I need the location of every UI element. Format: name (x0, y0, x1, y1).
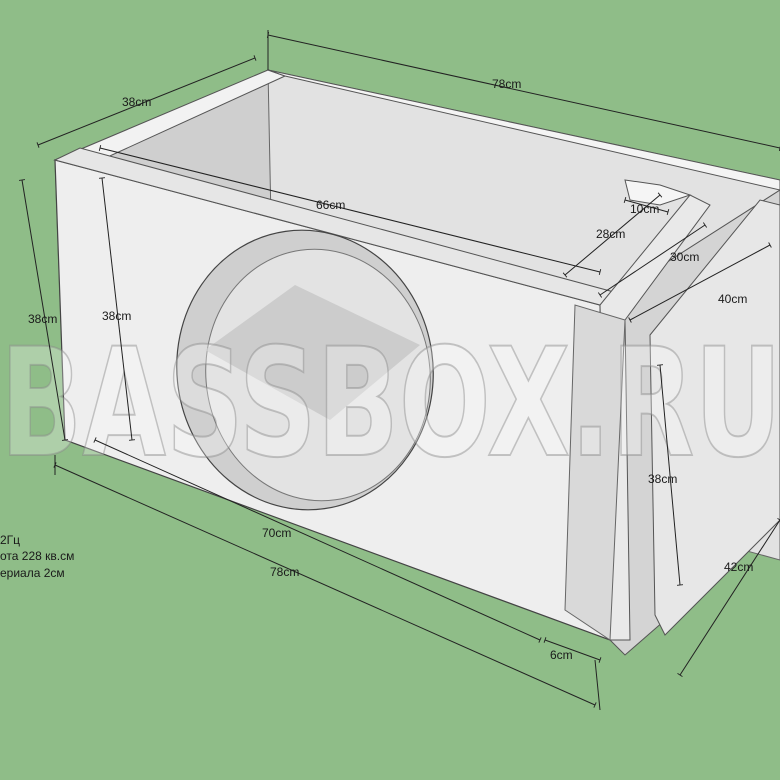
dim-line-inner-height (98, 177, 136, 441)
dim-inner-height: 38cm (102, 309, 131, 323)
dim-port-depth: 30cm (670, 250, 699, 264)
dim-line-left-height (18, 179, 69, 441)
dim-left-height: 38cm (28, 312, 57, 326)
dim-port-inner: 28cm (596, 227, 625, 241)
dim-top-depth: 38cm (122, 95, 151, 109)
note-material: ериала 2см (0, 566, 65, 580)
dim-bottom-inner: 70cm (262, 526, 291, 540)
note-tuning: 2Гц (0, 533, 21, 547)
dim-port-width: 10cm (630, 202, 659, 216)
dimension-lines (18, 30, 780, 711)
dim-line-port-gap (543, 637, 602, 663)
dim-line-inner-width (98, 144, 602, 276)
dim-top-length: 78cm (492, 77, 521, 91)
dim-line-bottom-length (53, 462, 597, 708)
dim-inner-panel-width: 66cm (316, 198, 345, 212)
dim-line-port-length (628, 242, 772, 323)
dim-right-height: 38cm (648, 472, 677, 486)
dim-line-top-length (266, 31, 780, 152)
dim-line-side-depth (677, 517, 780, 678)
dim-bottom-length: 78cm (270, 565, 299, 579)
dim-line-right-height (656, 364, 684, 586)
dim-side-depth: 42cm (724, 560, 753, 574)
cutout-shadow (205, 285, 420, 420)
extension-line (594, 659, 601, 711)
dim-line-top-depth (36, 55, 257, 148)
note-port-area: ота 228 кв.см (0, 549, 75, 563)
dim-port-gap: 6cm (550, 648, 573, 662)
dim-port-length: 40cm (718, 292, 747, 306)
